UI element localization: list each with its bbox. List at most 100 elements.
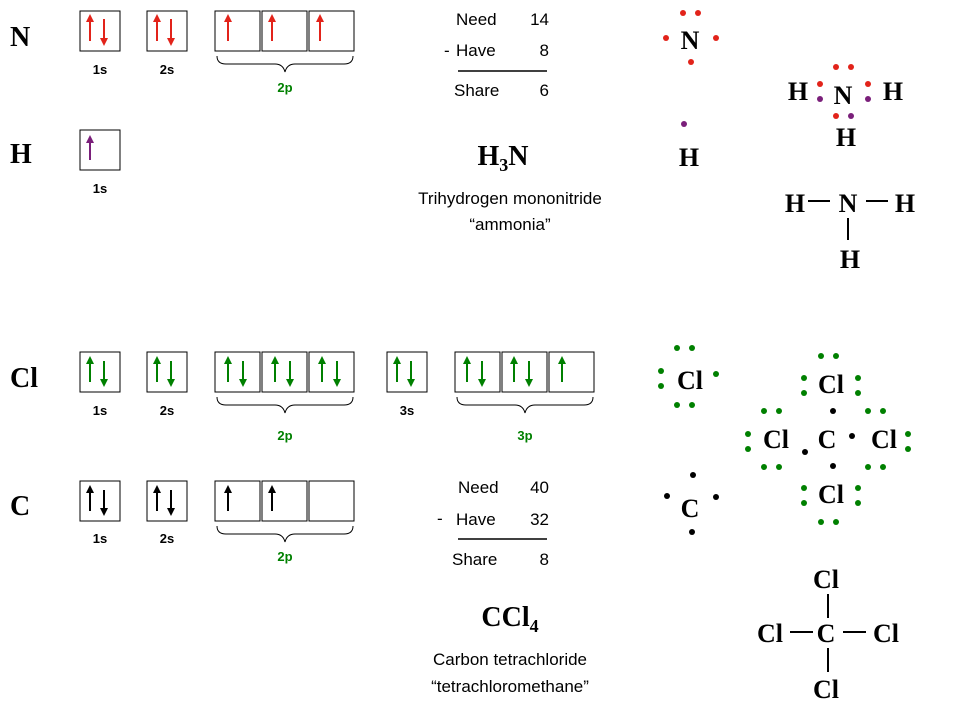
nh3-nitrogen-electrons (817, 64, 871, 119)
cl-dot-symbol: Cl (677, 366, 703, 395)
up-arrow-icon (153, 485, 161, 511)
ammonia-share-value: 6 (540, 81, 549, 100)
up-arrow-icon (268, 485, 276, 511)
cl-orbital-3s (386, 351, 428, 393)
ammonia-have-value: 8 (540, 41, 549, 60)
nh3-lewis-n: N (834, 81, 853, 110)
ccl4-carbon-electrons (802, 408, 855, 469)
cl-label-2s: 2s (160, 403, 174, 418)
up-arrow-icon (86, 135, 94, 160)
down-arrow-icon (100, 19, 108, 46)
down-arrow-icon (333, 361, 341, 387)
n-label-2s: 2s (160, 62, 174, 77)
up-arrow-icon (510, 356, 518, 382)
ammonia-common-name: “ammonia” (469, 215, 551, 234)
up-arrow-icon (224, 356, 232, 382)
ccl4-minus-sign: - (437, 509, 443, 528)
nh3-struct-n: N (839, 189, 858, 218)
cl-orbital-3p (454, 351, 595, 393)
c-dot-symbol: C (681, 494, 700, 523)
element-symbol-h: H (10, 139, 32, 170)
up-arrow-icon (153, 356, 161, 382)
ccl4-structural-formula: Cl Cl C Cl Cl (757, 565, 899, 704)
h-dot-symbol: H (679, 143, 699, 172)
up-arrow-icon (224, 485, 232, 511)
h-valence-electron (681, 121, 687, 127)
nh3-struct-h-bottom: H (840, 245, 860, 274)
ammonia-minus-sign: - (444, 41, 450, 60)
c-valence-electrons (664, 472, 719, 535)
cl-orbital-2s (146, 351, 188, 393)
c-label-2s: 2s (160, 531, 174, 546)
ccl4-formula: CCl4 (481, 602, 538, 636)
ccl4-share-label: Share (452, 550, 497, 569)
n-label-1s: 1s (93, 62, 107, 77)
n-orbital-2p (214, 10, 355, 52)
c-2p-brace (216, 525, 354, 543)
cl-label-3s: 3s (400, 403, 414, 418)
ccl4-have-value: 32 (530, 510, 549, 529)
n-orbital-2s (146, 10, 188, 52)
up-arrow-icon (463, 356, 471, 382)
nh3-structural-formula: H N H H (785, 189, 915, 274)
up-arrow-icon (153, 14, 161, 41)
up-arrow-icon (86, 14, 94, 41)
ccl4-common-name: “tetrachloromethane” (431, 677, 589, 696)
down-arrow-icon (167, 19, 175, 46)
ammonia-name: Trihydrogen mononitride (418, 189, 602, 208)
down-arrow-icon (100, 361, 108, 387)
down-arrow-icon (407, 361, 415, 387)
h-label-1s: 1s (93, 181, 107, 196)
ccl4-lewis-c: C (818, 425, 837, 454)
cl-label-1s: 1s (93, 403, 107, 418)
ccl4-lewis-cl-right: Cl (871, 425, 897, 454)
up-arrow-icon (271, 356, 279, 382)
ccl4-struct-cl-right: Cl (873, 619, 899, 648)
up-arrow-icon (558, 356, 566, 382)
ccl4-name: Carbon tetrachloride (433, 650, 587, 669)
nh3-hydrogen-electrons (817, 96, 871, 119)
element-symbol-n: N (10, 22, 30, 53)
ccl4-need-value: 40 (530, 478, 549, 497)
ccl4-lewis-structure: Cl Cl C Cl Cl (745, 353, 911, 525)
c-orbital-1s (79, 480, 121, 522)
up-arrow-icon (393, 356, 401, 382)
element-symbol-c: C (10, 491, 30, 522)
ccl4-chlorine-electrons (745, 353, 911, 525)
ccl4-lewis-cl-bottom: Cl (818, 480, 844, 509)
cl-valence-electrons (658, 345, 719, 408)
c-label-2p: 2p (277, 549, 292, 564)
element-symbol-cl: Cl (10, 363, 38, 394)
c-label-1s: 1s (93, 531, 107, 546)
ccl4-struct-cl-bottom: Cl (813, 675, 839, 704)
ccl4-have-label: Have (456, 510, 496, 529)
n-label-2p: 2p (277, 80, 292, 95)
down-arrow-icon (239, 361, 247, 387)
up-arrow-icon (268, 14, 276, 41)
n-orbital-1s (79, 10, 121, 52)
up-arrow-icon (318, 356, 326, 382)
ccl4-share-value: 8 (540, 550, 549, 569)
cl-label-3p: 3p (517, 428, 532, 443)
ccl4-struct-cl-left: Cl (757, 619, 783, 648)
c-orbital-2s (146, 480, 188, 522)
down-arrow-icon (167, 490, 175, 516)
ccl4-need-label: Need (458, 478, 499, 497)
n-dot-symbol: N (681, 26, 700, 55)
ccl4-lewis-cl-top: Cl (818, 370, 844, 399)
cl-label-2p: 2p (277, 428, 292, 443)
ammonia-need-label: Need (456, 10, 497, 29)
nh3-lewis-h-bottom: H (836, 123, 856, 152)
n-2p-brace (216, 55, 354, 73)
n-valence-electrons (663, 10, 719, 65)
down-arrow-icon (167, 361, 175, 387)
down-arrow-icon (525, 361, 533, 387)
ammonia-need-value: 14 (530, 10, 549, 29)
up-arrow-icon (86, 485, 94, 511)
ammonia-have-label: Have (456, 41, 496, 60)
down-arrow-icon (478, 361, 486, 387)
up-arrow-icon (86, 356, 94, 382)
ammonia-share-label: Share (454, 81, 499, 100)
nh3-lewis-h-left: H (788, 77, 808, 106)
nh3-struct-h-left: H (785, 189, 805, 218)
